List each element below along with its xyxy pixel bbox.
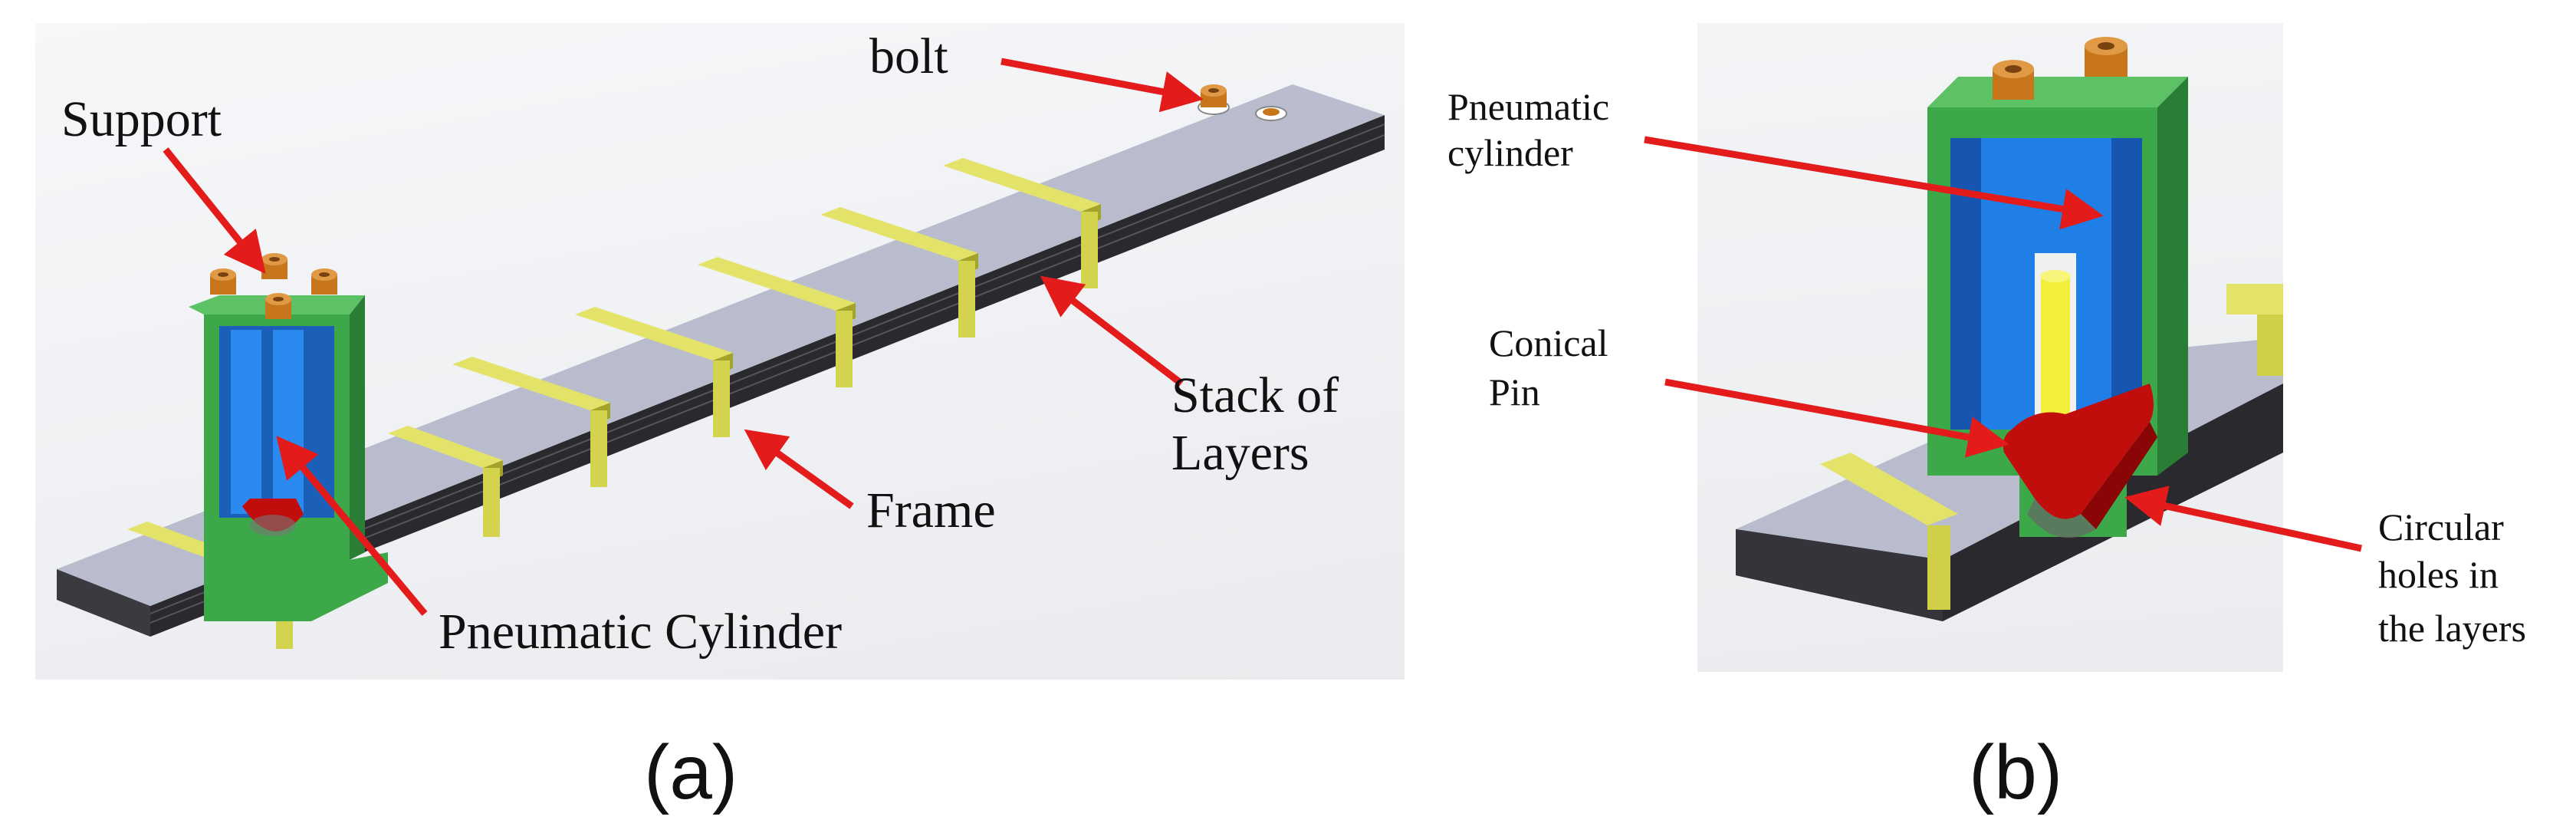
caption-a: (a) — [644, 729, 738, 815]
label-stack-line1: Stack of — [1171, 367, 1339, 423]
bolt-arrow — [1001, 58, 1204, 113]
bolt-shape — [1198, 84, 1287, 121]
panel-a-assembly: bolt Support Stack of Layers Frame Pneum… — [35, 23, 1405, 680]
support-shape — [189, 295, 388, 621]
label-conical-line1: Conical — [1489, 321, 1608, 364]
label-pneumatic-b-line2: cylinder — [1447, 131, 1573, 174]
label-holes-line3: the layers — [2378, 607, 2526, 650]
support-bolts — [1993, 37, 2128, 100]
label-support: Support — [61, 91, 222, 147]
label-holes-line1: Circular — [2378, 505, 2504, 548]
panel-b-detail: Pneumatic — [1697, 23, 2283, 672]
label-stack-line2: Layers — [1171, 425, 1309, 481]
label-holes-line2: holes in — [2378, 553, 2499, 596]
pneumatic-arrow — [276, 436, 428, 616]
frame-arrow — [744, 429, 854, 509]
stack-arrow — [1040, 275, 1184, 387]
conical-pin-shape — [2003, 270, 2157, 538]
assembly-drawing — [57, 58, 1385, 649]
label-pneumatic-b-line1: Pneumatic — [1447, 85, 1610, 128]
label-bolt: bolt — [869, 28, 948, 84]
detail-drawing — [1736, 37, 2283, 621]
label-conical-line2: Pin — [1489, 370, 1540, 413]
support-arrow — [163, 147, 266, 275]
frame-shapes — [1820, 284, 2283, 610]
caption-b: (b) — [1969, 729, 2063, 815]
label-frame: Frame — [866, 482, 996, 538]
label-pneumatic-cylinder: Pneumatic Cylinder — [439, 604, 843, 660]
support-bolts — [210, 253, 337, 319]
